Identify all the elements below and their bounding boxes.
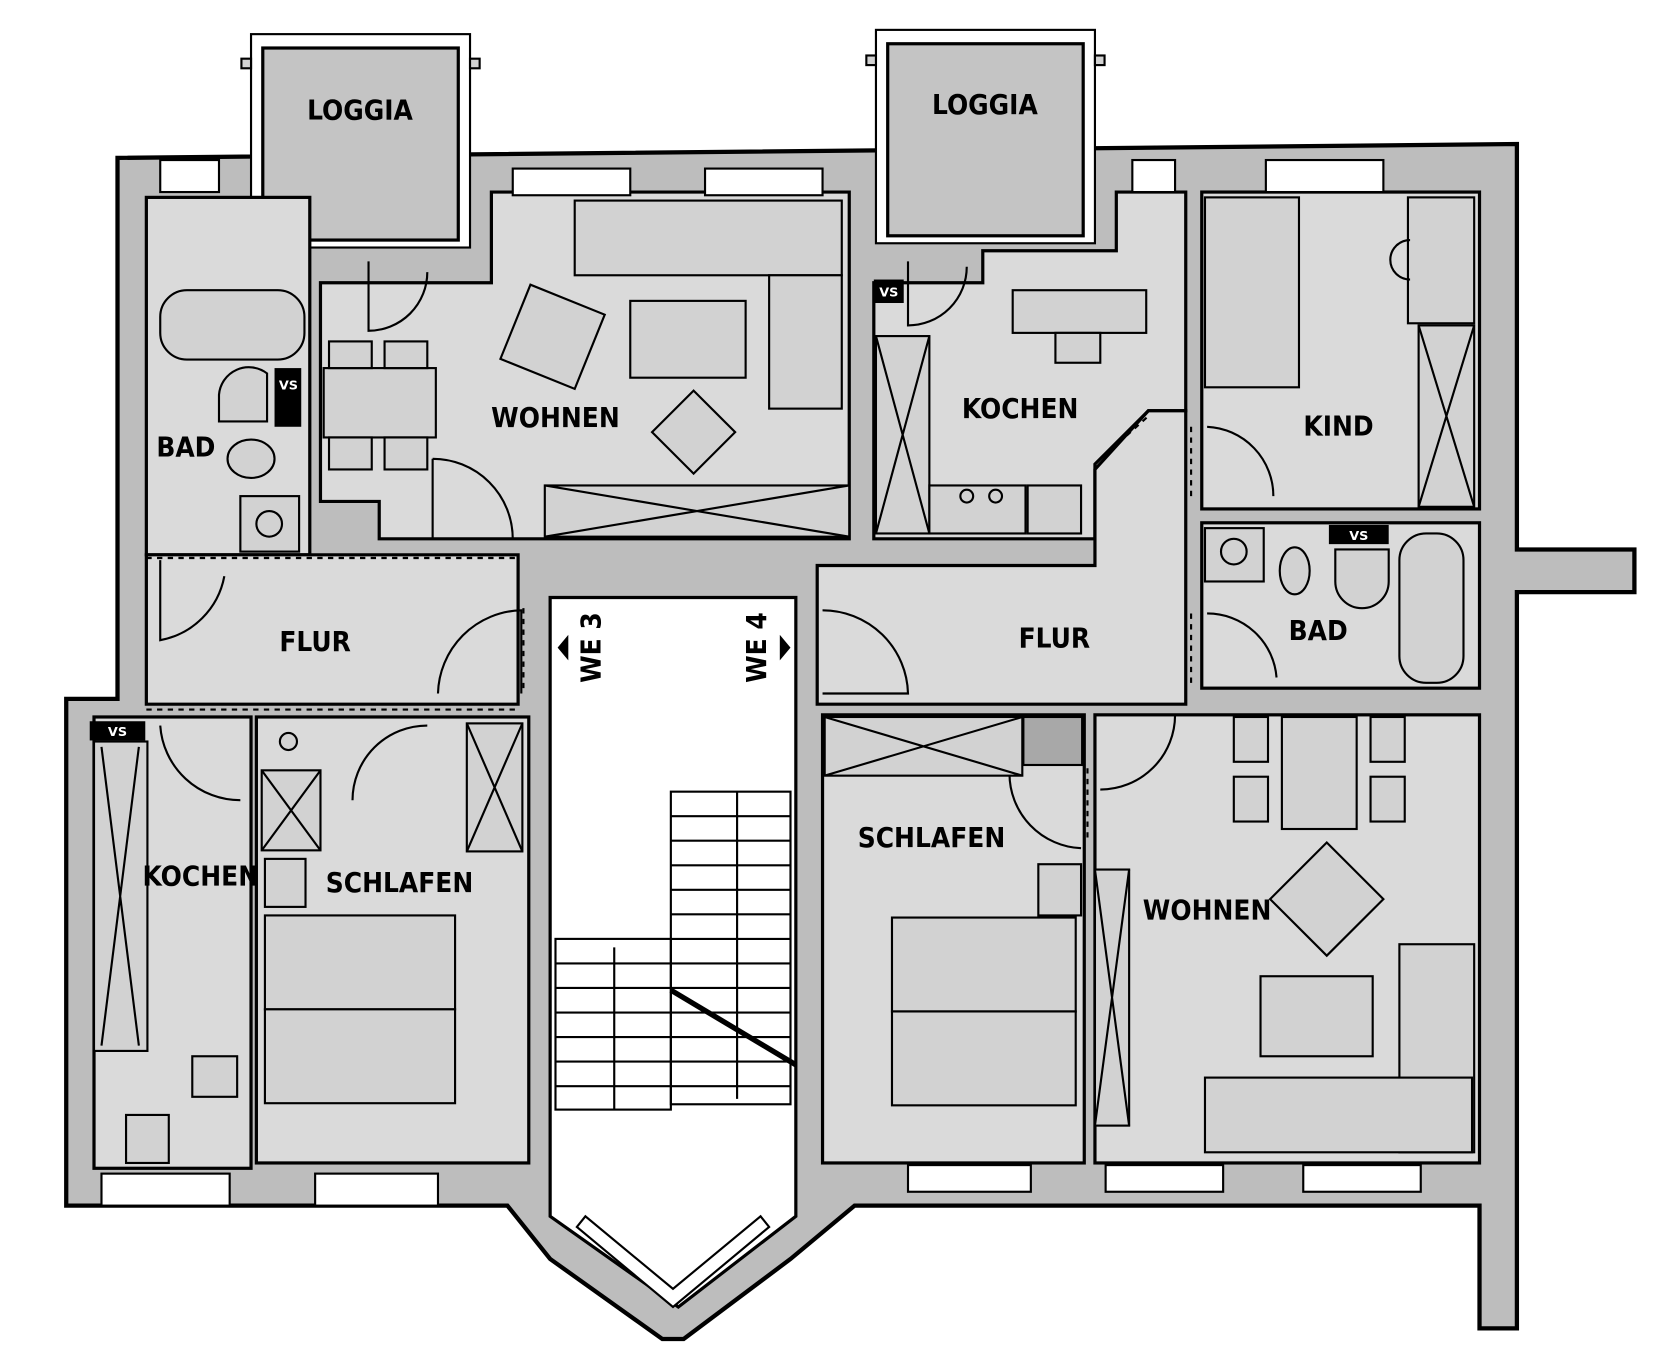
label-bad-right: BAD <box>1289 614 1348 647</box>
label-kochen-right: KOCHEN <box>962 392 1079 425</box>
svg-text:VS: VS <box>1349 529 1368 544</box>
room-flur-left <box>144 553 520 706</box>
svg-text:VS: VS <box>108 725 127 740</box>
label-kind: KIND <box>1303 409 1373 442</box>
label-flur-right: FLUR <box>1019 622 1091 655</box>
doors <box>146 261 1278 850</box>
label-schlafen-right: SCHLAFEN <box>858 821 1006 854</box>
label-loggia-right: LOGGIA <box>932 88 1038 121</box>
windows <box>100 158 1422 1309</box>
label-wohnen-right: WOHNEN <box>1143 894 1272 927</box>
label-kochen-left: KOCHEN <box>143 860 260 893</box>
svg-text:VS: VS <box>879 286 898 301</box>
arrow-we3-icon <box>557 634 569 661</box>
label-loggia-left: LOGGIA <box>307 94 413 127</box>
room-kochen-right <box>872 190 1188 541</box>
svg-text:VS: VS <box>279 378 298 393</box>
label-flur-left: FLUR <box>279 625 351 658</box>
shaft-vs-3: VS <box>1328 524 1389 545</box>
furniture <box>92 196 1476 1165</box>
label-unit-we3: WE 3 <box>574 612 607 683</box>
shaft-vs-1: VS <box>274 368 302 427</box>
label-wohnen-left: WOHNEN <box>491 401 620 434</box>
shaft-vs-2: VS <box>873 279 904 304</box>
room-flur-right <box>815 409 1188 706</box>
label-schlafen-left: SCHLAFEN <box>326 866 474 899</box>
shaft-vs-4: VS <box>89 721 146 741</box>
loggia-right <box>865 28 1106 245</box>
stairs <box>554 790 798 1111</box>
loggia-left <box>240 33 481 249</box>
arrow-we4-icon <box>779 634 791 661</box>
staircase <box>548 595 798 1309</box>
label-bad-left: BAD <box>156 431 215 464</box>
label-unit-we4: WE 4 <box>740 612 773 683</box>
